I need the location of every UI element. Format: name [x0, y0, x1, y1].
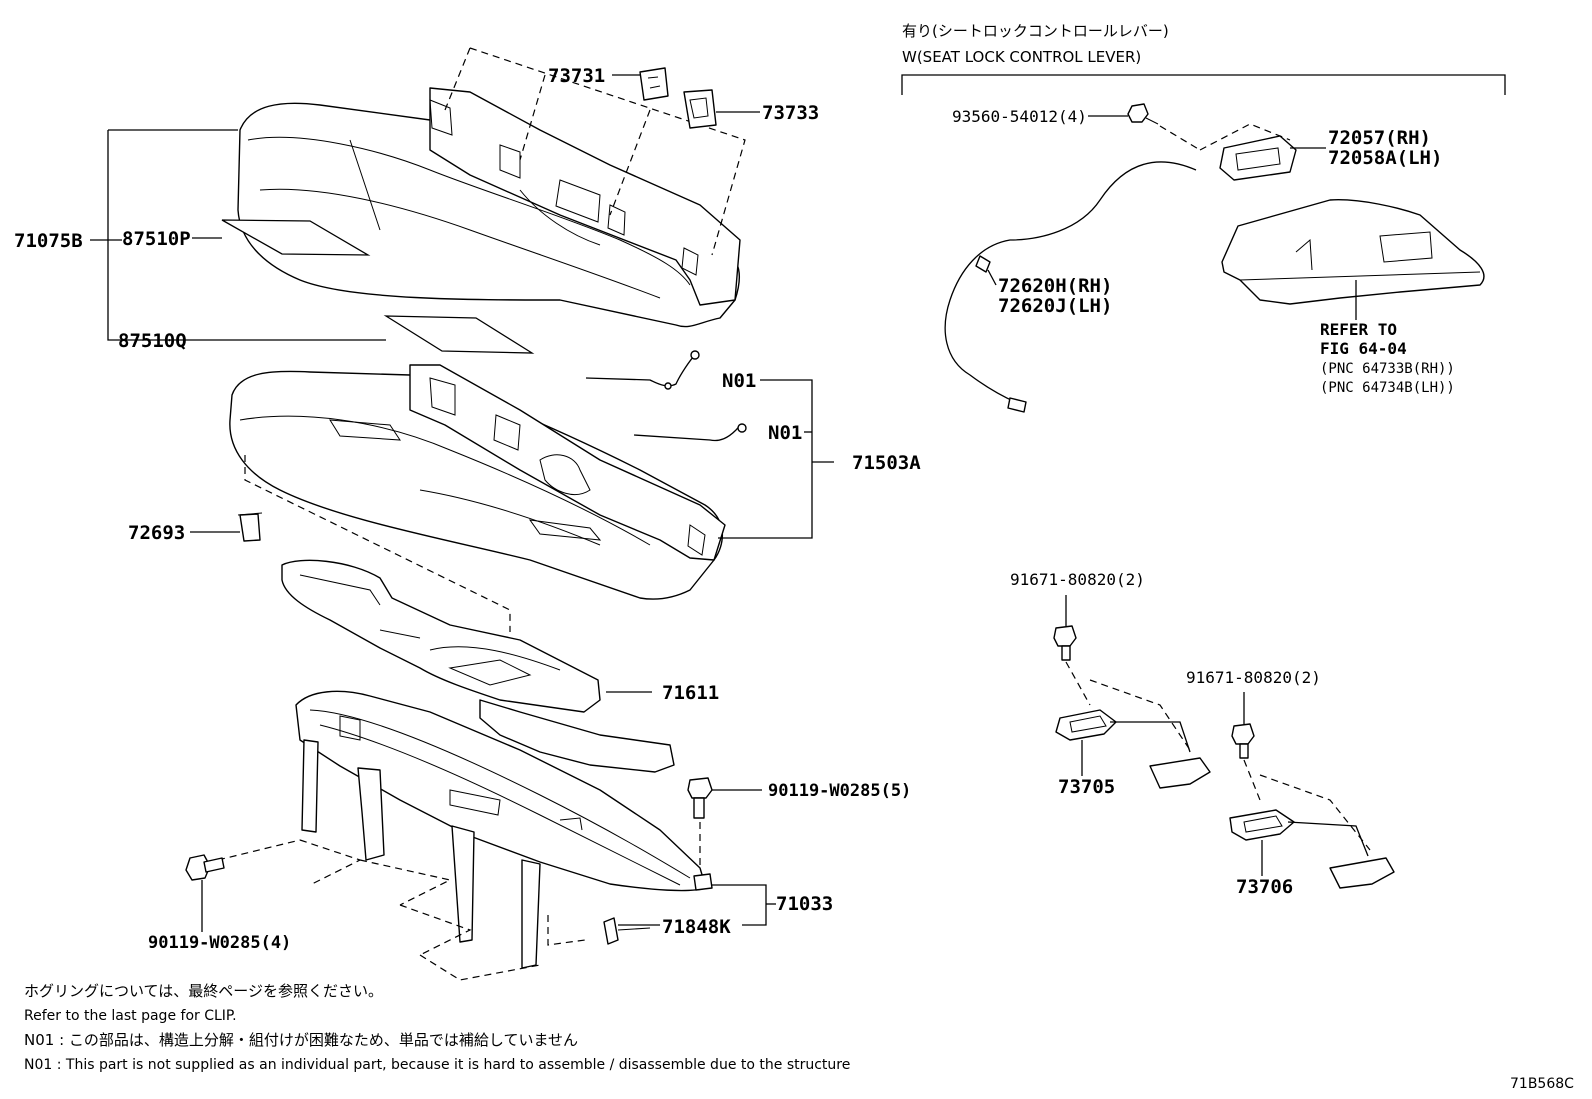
label-73731: 73731	[548, 65, 605, 87]
trim-cover-fig64-drawing	[1221, 199, 1485, 305]
label-72693: 72693	[128, 522, 185, 544]
leader-lines-left	[90, 74, 834, 932]
frame-71033-drawing	[295, 690, 707, 969]
screw-93560-icon	[1127, 103, 1159, 125]
label-90119-w0285-5: 90119-W0285(5)	[768, 781, 911, 801]
pad-71611-drawing	[281, 559, 675, 773]
bolt-90119-4-icon	[185, 854, 225, 881]
label-71503a: 71503A	[852, 452, 921, 474]
option-title-en: W(SEAT LOCK CONTROL LEVER)	[902, 48, 1141, 66]
label-87510p: 87510P	[122, 228, 191, 250]
pad-87510p-shape	[221, 219, 371, 256]
note-n01-en: N01 : This part is not supplied as an in…	[24, 1057, 850, 1073]
label-71848k: 71848K	[662, 916, 731, 938]
clip-72693-icon	[237, 512, 263, 542]
n01-wire-lower-drawing	[633, 423, 747, 442]
seat-back-cushion-drawing	[237, 87, 741, 328]
frame-dashed-guides	[217, 810, 701, 981]
label-71033: 71033	[776, 893, 833, 915]
dashed-73705	[1065, 661, 1191, 751]
label-71075b: 71075B	[14, 230, 83, 252]
leader-72620	[987, 269, 997, 286]
label-72057-rh: 72057(RH)	[1328, 127, 1431, 149]
label-87510q: 87510Q	[118, 330, 187, 352]
label-n01-upper: N01	[722, 370, 756, 392]
bolt-91671-b-icon	[1231, 723, 1255, 759]
label-72620h-rh: 72620H(RH)	[998, 275, 1112, 297]
label-71611: 71611	[662, 682, 719, 704]
label-73706: 73706	[1236, 876, 1293, 898]
nut-71033-icon	[693, 873, 713, 891]
note-clip-jp: ホグリングについては、最終ページを参照ください。	[24, 982, 383, 1000]
label-pnc-64734b: (PNC 64734B(LH))	[1320, 380, 1455, 396]
dashed-73706	[1243, 759, 1371, 851]
dashed-93560	[1159, 123, 1291, 151]
bolt-90119-5-icon	[687, 777, 713, 819]
option-bracket	[901, 74, 1506, 95]
diagram-id: 71B568C	[1510, 1076, 1574, 1092]
clip-73731-icon	[639, 67, 669, 101]
cable-72620-drawing	[944, 161, 1197, 413]
label-91671-80820-a: 91671-80820(2)	[1010, 570, 1145, 589]
label-72058a-lh: 72058A(LH)	[1328, 147, 1442, 169]
seat-back-dashed-outline	[444, 47, 746, 256]
label-73733: 73733	[762, 102, 819, 124]
label-72620j-lh: 72620J(LH)	[998, 295, 1112, 317]
label-fig-64-04: FIG 64-04	[1320, 339, 1407, 358]
label-n01-lower: N01	[768, 422, 802, 444]
bolt-91671-a-icon	[1053, 625, 1077, 661]
clip-73733-icon	[683, 89, 717, 129]
note-n01-jp: N01 : この部品は、構造上分解・組付けが困難なため、単品では補給していません	[24, 1031, 578, 1049]
n01-wire-upper-drawing	[585, 350, 700, 390]
clip-71848k-icon	[603, 917, 651, 945]
label-91671-80820-b: 91671-80820(2)	[1186, 668, 1321, 687]
bracket-73705-drawing	[1055, 709, 1211, 789]
seat-cushion-drawing	[229, 364, 726, 600]
label-pnc-64733b: (PNC 64733B(RH))	[1320, 361, 1455, 377]
label-93560-54012: 93560-54012(4)	[952, 107, 1087, 126]
pad-87510q-shape	[383, 315, 535, 354]
cushion-dashed-guide	[244, 455, 511, 632]
option-title-jp: 有り(シートロックコントロールレバー)	[902, 22, 1169, 40]
note-clip-en: Refer to the last page for CLIP.	[24, 1008, 237, 1024]
label-90119-w0285-4: 90119-W0285(4)	[148, 933, 291, 953]
label-73705: 73705	[1058, 776, 1115, 798]
label-refer-to: REFER TO	[1320, 320, 1397, 339]
handle-72057-drawing	[1219, 135, 1297, 181]
bracket-73706-drawing	[1229, 809, 1395, 889]
